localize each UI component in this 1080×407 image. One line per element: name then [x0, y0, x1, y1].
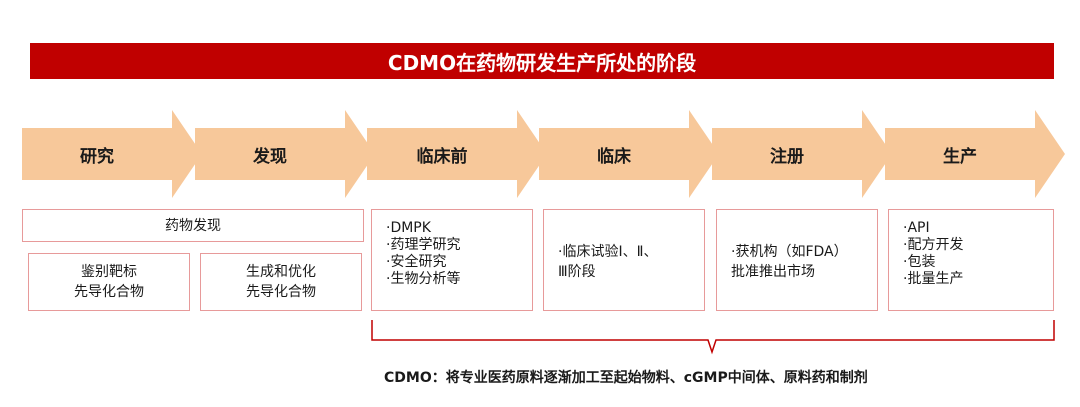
registration-box: ·获机构（如FDA） 批准推出市场	[716, 209, 878, 311]
lead-optimization-line-2: 先导化合物	[246, 284, 316, 300]
stage-arrow-discovery	[195, 110, 375, 198]
registration-item-2: 批准推出市场	[731, 264, 815, 280]
clinical-item-1: ·临床试验Ⅰ、Ⅱ、	[558, 244, 658, 260]
preclinical-item-1: ·DMPK	[386, 220, 431, 236]
production-item-1: ·API	[903, 220, 930, 236]
stage-label-preclinical: 临床前	[416, 146, 468, 167]
target-identification-line-2: 先导化合物	[74, 284, 144, 300]
clinical-item-2: Ⅲ阶段	[558, 264, 596, 280]
production-item-4: ·批量生产	[903, 271, 964, 287]
lead-optimization-line-1: 生成和优化	[246, 264, 316, 280]
stage-label-registration: 注册	[770, 146, 804, 167]
target-identification-line-1: 鉴别靶标	[81, 264, 137, 280]
stage-arrow-research	[22, 110, 202, 198]
stage-arrow-clinical	[539, 110, 719, 198]
preclinical-item-2: ·药理学研究	[386, 237, 461, 253]
preclinical-box: ·DMPK ·药理学研究 ·安全研究 ·生物分析等	[371, 209, 533, 311]
production-item-3: ·包装	[903, 254, 936, 270]
stage-label-production: 生产	[943, 146, 977, 167]
stage-label-clinical: 临床	[597, 146, 631, 167]
stage-arrow-production	[885, 110, 1065, 198]
drug-discovery-header: 药物发现	[165, 217, 221, 234]
target-identification-box: 鉴别靶标 先导化合物	[28, 253, 190, 311]
preclinical-item-4: ·生物分析等	[386, 271, 461, 287]
preclinical-item-3: ·安全研究	[386, 254, 447, 270]
cdmo-brace-path	[371, 320, 1055, 355]
clinical-box: ·临床试验Ⅰ、Ⅱ、 Ⅲ阶段	[543, 209, 705, 311]
stage-arrow-registration	[712, 110, 892, 198]
stage-label-discovery: 发现	[253, 146, 287, 167]
production-item-2: ·配方开发	[903, 237, 964, 253]
lead-optimization-box: 生成和优化 先导化合物	[200, 253, 362, 311]
drug-discovery-header-box: 药物发现	[22, 209, 364, 242]
cdmo-footnote: CDMO：将专业医药原料逐渐加工至起始物料、cGMP中间体、原料药和制剂	[384, 370, 868, 386]
stage-label-research: 研究	[80, 146, 114, 167]
production-box: ·API ·配方开发 ·包装 ·批量生产	[888, 209, 1054, 311]
registration-item-1: ·获机构（如FDA）	[731, 244, 848, 260]
stage-arrow-preclinical	[367, 110, 547, 198]
page-title: CDMO在药物研发生产所处的阶段	[30, 43, 1054, 79]
